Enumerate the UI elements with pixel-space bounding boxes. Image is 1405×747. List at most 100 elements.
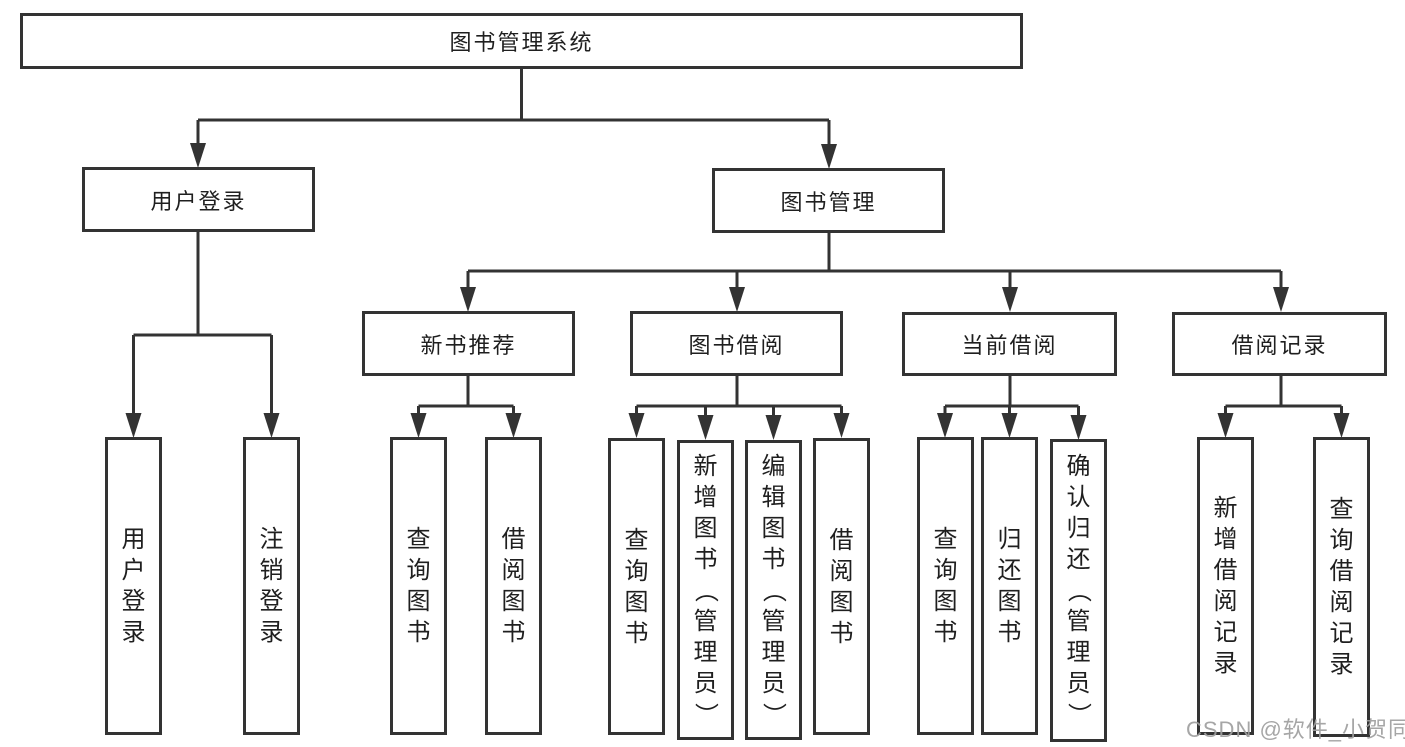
vertical-char: 书 [406, 619, 431, 646]
node-book-borrow: 图书借阅 [630, 311, 843, 376]
connector-root-to-level2 [196, 69, 831, 151]
vertical-char: 注 [259, 526, 284, 553]
node-leaf-query-borrow-record: 查询借阅记录 [1313, 437, 1370, 737]
vertical-char: 管 [693, 607, 718, 635]
vertical-char: 图 [501, 588, 526, 615]
vertical-char: 询 [624, 557, 649, 585]
node-current-borrow: 当前借阅 [902, 312, 1117, 376]
vertical-char: 用 [121, 526, 146, 553]
vertical-char: 阅 [501, 557, 526, 584]
vertical-char: 书 [693, 545, 718, 573]
node-leaf-add-borrow-record: 新增借阅记录 [1197, 437, 1254, 735]
arrowhead [460, 287, 476, 312]
connector-arrowheads [125, 143, 1350, 440]
vertical-char: ） [1065, 702, 1092, 727]
vertical-char: 户 [121, 557, 146, 584]
vertical-char: 图 [997, 588, 1022, 615]
arrowhead [125, 413, 142, 438]
vertical-char: 书 [501, 619, 526, 646]
arrowhead [697, 415, 714, 440]
vertical-char: （ [692, 578, 719, 602]
vertical-char: ） [692, 702, 719, 726]
vertical-char: 查 [1329, 496, 1354, 523]
vertical-char: 图 [829, 588, 854, 616]
vertical-char: 借 [1213, 557, 1238, 584]
arrowhead [1002, 287, 1018, 312]
vertical-char: 认 [1066, 484, 1091, 511]
vertical-char: 书 [933, 619, 958, 646]
vertical-char: 阅 [829, 557, 854, 585]
vertical-char: 员 [1066, 670, 1091, 697]
vertical-char: 书 [624, 619, 649, 647]
arrowhead [821, 144, 837, 169]
vertical-char: 询 [406, 557, 431, 584]
vertical-char: 图 [761, 514, 786, 542]
node-root-label: 图书管理系统 [449, 30, 594, 55]
arrowhead [190, 143, 206, 168]
node-leaf-edit-books-admin: 编辑图书（管理员） [745, 440, 802, 740]
arrowhead [1001, 413, 1018, 438]
arrowhead [628, 413, 645, 438]
vertical-char: 书 [829, 619, 854, 647]
connector-stems [132, 69, 1343, 422]
vertical-char: 查 [624, 526, 649, 554]
vertical-char: 登 [259, 588, 284, 615]
vertical-char: 确 [1066, 453, 1091, 480]
connector-book-management-to-level3 [466, 233, 1283, 294]
connector-book-borrow-to-leaves [635, 376, 843, 422]
vertical-char: （ [760, 578, 787, 602]
node-leaf-confirm-return-admin: 确认归还（管理员） [1050, 439, 1107, 742]
node-leaf-query-books-current: 查询图书 [917, 437, 974, 735]
vertical-char: 书 [997, 619, 1022, 646]
vertical-char: 询 [933, 557, 958, 584]
csdn-watermark: CSDN @软件_小贺同学 [1186, 717, 1405, 742]
vertical-char: 查 [406, 526, 431, 553]
arrowhead [505, 413, 522, 438]
vertical-char: 记 [1329, 620, 1354, 647]
vertical-char: 归 [1066, 515, 1091, 542]
node-user-login: 用户登录 [82, 167, 315, 232]
vertical-char: 书 [761, 545, 786, 573]
vertical-char: 录 [121, 619, 146, 646]
vertical-char: 归 [997, 526, 1022, 553]
node-book-borrow-label: 图书借阅 [688, 332, 785, 358]
node-leaf-borrow-books-recommend: 借阅图书 [485, 437, 542, 735]
vertical-char: 还 [997, 557, 1022, 584]
node-leaf-borrow-books: 借阅图书 [813, 438, 870, 735]
node-root: 图书管理系统 [20, 13, 1023, 69]
node-leaf-add-books-admin: 新增图书（管理员） [677, 440, 734, 740]
arrowhead [1217, 413, 1234, 438]
node-new-book-recommend: 新书推荐 [362, 311, 575, 376]
node-leaf-query-books-recommend: 查询图书 [390, 437, 447, 735]
vertical-char: 询 [1329, 527, 1354, 554]
node-current-borrow-label: 当前借阅 [961, 333, 1058, 358]
vertical-char: （ [1065, 578, 1092, 603]
vertical-char: 新 [693, 452, 718, 480]
node-book-management-label: 图书管理 [780, 189, 877, 215]
vertical-char: 录 [259, 619, 284, 646]
arrowhead [410, 413, 427, 438]
vertical-char: 登 [121, 588, 146, 615]
vertical-char: 新 [1213, 495, 1238, 522]
node-book-management: 图书管理 [712, 168, 945, 233]
node-borrow-records-label: 借阅记录 [1231, 333, 1328, 358]
vertical-char: 图 [933, 588, 958, 615]
vertical-char: 借 [829, 526, 854, 554]
vertical-char: 增 [693, 483, 718, 511]
vertical-char: 员 [693, 669, 718, 697]
arrowhead [1273, 287, 1289, 312]
vertical-char: 借 [1329, 558, 1354, 585]
vertical-char: 记 [1213, 619, 1238, 646]
arrowhead [833, 413, 850, 438]
vertical-char: 销 [259, 557, 284, 584]
vertical-char: 录 [1213, 650, 1238, 677]
arrowhead [729, 287, 745, 312]
connector-new-book-recommend-to-leaves [417, 376, 515, 420]
node-new-book-recommend-label: 新书推荐 [420, 332, 517, 358]
vertical-char: 图 [624, 588, 649, 616]
node-leaf-logout: 注销登录 [243, 437, 300, 735]
node-leaf-return-books: 归还图书 [981, 437, 1038, 735]
vertical-char: 编 [761, 452, 786, 480]
